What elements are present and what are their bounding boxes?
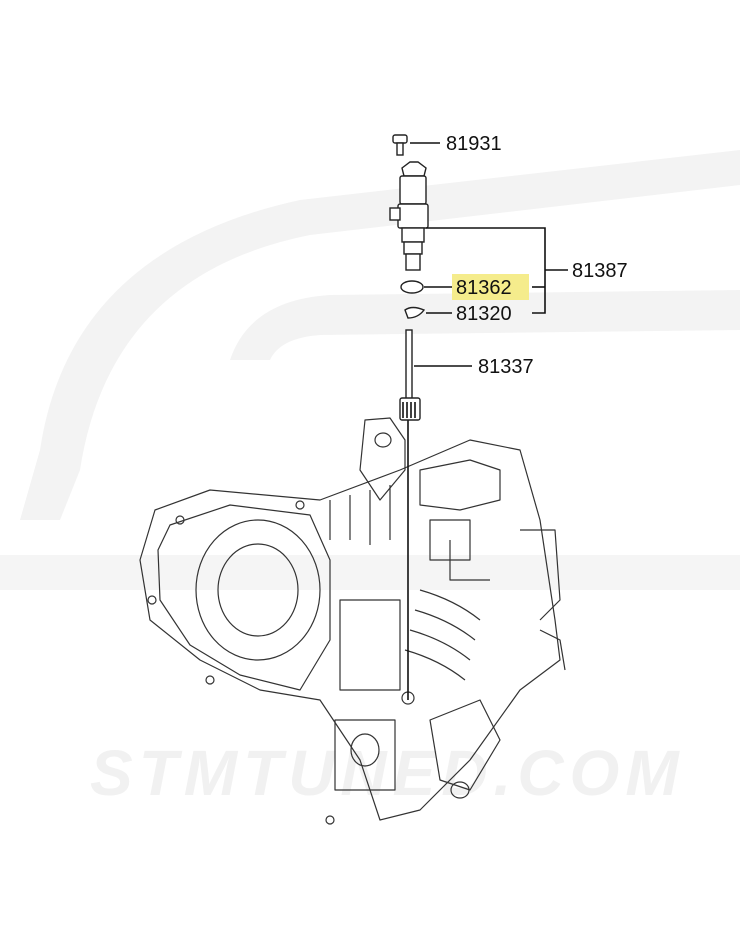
part-label-81931: 81931 xyxy=(446,133,502,155)
sensor-81387 xyxy=(389,161,429,271)
watermark-swoosh xyxy=(0,150,740,590)
highlight-81362 xyxy=(452,274,529,300)
part-label-81337: 81337 xyxy=(478,356,534,378)
transmission-housing xyxy=(139,417,566,825)
part-label-81362: 81362 xyxy=(456,277,512,299)
bolt-81931 xyxy=(392,134,408,156)
driven-gear-81337 xyxy=(399,329,421,421)
watermark-text: STMTUNED.COM xyxy=(90,737,685,809)
clip-81320 xyxy=(404,306,426,319)
o-ring-81362 xyxy=(400,280,424,294)
part-label-81387: 81387 xyxy=(572,260,628,282)
part-label-81320: 81320 xyxy=(456,303,512,325)
